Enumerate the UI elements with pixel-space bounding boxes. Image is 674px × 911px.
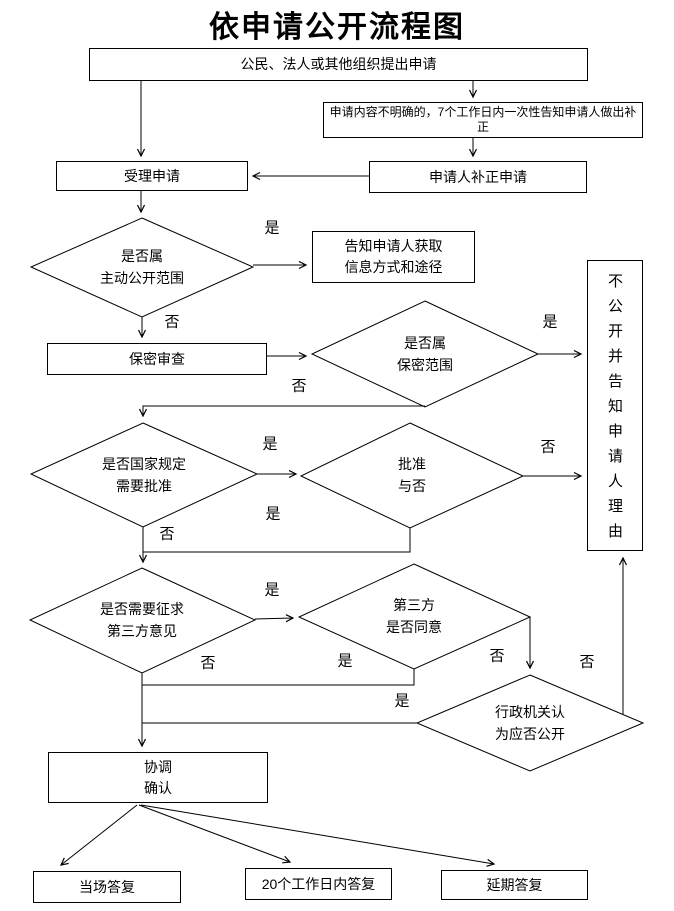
node-apply: 公民、法人或其他组织提出申请: [89, 48, 588, 81]
node-accept: 受理申请: [56, 161, 248, 191]
node-reply-20days: 20个工作日内答复: [245, 868, 392, 900]
node-coordinate-confirm: 协调 确认: [48, 752, 268, 803]
edge-label-no: 否: [158, 525, 176, 543]
node-unclear-notice: 申请内容不明确的，7个工作日内一次性告知申请人做出补正: [323, 102, 643, 138]
edge-label-yes: 是: [541, 313, 559, 331]
edge-label-yes: 是: [264, 505, 282, 523]
decision-agency-opinion-label: 行政机关认 为应否公开: [495, 704, 565, 742]
decision-proactive-scope-label: 是否属 主动公开范围: [100, 248, 184, 286]
page-title: 依申请公开流程图: [209, 11, 465, 44]
edge-label-no: 否: [578, 653, 596, 671]
decision-third-party-needed-label: 是否需要征求 第三方意见: [100, 601, 184, 639]
edge-label-yes: 是: [393, 692, 411, 710]
flow-arrow: [254, 618, 293, 619]
flow-arrow: [140, 804, 494, 864]
flow-arrow: [61, 804, 138, 865]
edge-label-yes: 是: [263, 219, 281, 237]
edge-label-no: 否: [163, 313, 181, 331]
decision-third-party-agree-label: 第三方 是否同意: [386, 597, 442, 635]
node-supplement: 申请人补正申请: [369, 161, 587, 193]
flow-line: [143, 528, 411, 553]
flow-arrow: [138, 804, 290, 862]
decision-diamond-agency-opinion: [415, 674, 645, 772]
decision-state-approval-label: 是否国家规定 需要批准: [102, 456, 186, 494]
edge-label-no: 否: [539, 438, 557, 456]
node-reply-delayed: 延期答复: [441, 870, 588, 900]
node-secrecy-review: 保密审查: [47, 343, 267, 375]
edge-label-yes: 是: [263, 581, 281, 599]
edge-label-no: 否: [290, 377, 308, 395]
node-reply-onspot: 当场答复: [33, 871, 181, 903]
edge-label-yes: 是: [336, 652, 354, 670]
flow-line: [142, 669, 415, 686]
decision-approved-label: 批准 与否: [398, 456, 426, 494]
decision-diamond-secrecy-scope: [310, 300, 540, 408]
decision-secrecy-scope-label: 是否属 保密范围: [397, 335, 453, 373]
node-inform-access: 告知申请人获取 信息方式和途径: [312, 231, 475, 283]
edge-label-no: 否: [488, 647, 506, 665]
edge-label-yes: 是: [261, 435, 279, 453]
node-not-disclose: 不公开并告知申请人理由: [587, 260, 643, 551]
edge-label-no: 否: [199, 654, 217, 672]
flow-arrow: [143, 405, 425, 416]
